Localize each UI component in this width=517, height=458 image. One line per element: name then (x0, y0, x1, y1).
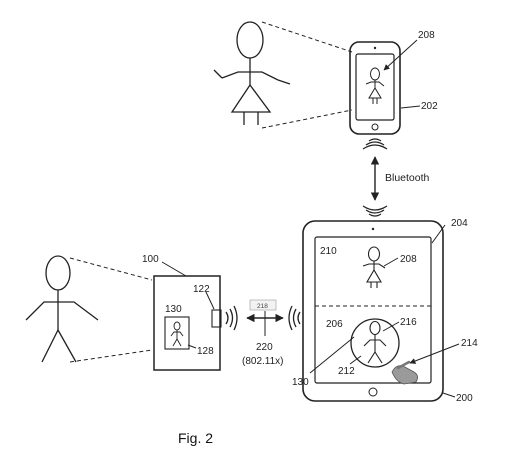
label-214: 214 (461, 338, 478, 349)
label-210: 210 (320, 246, 337, 257)
left-view-cone (69, 257, 153, 363)
leader-212 (349, 355, 362, 365)
leader-122 (205, 291, 215, 310)
leader-214 (409, 343, 460, 364)
label-130-tablet: 130 (292, 377, 309, 388)
label-218: 218 (257, 303, 268, 310)
leader-100 (161, 261, 187, 277)
leader-208-phone (383, 39, 418, 71)
leader-202 (400, 105, 421, 109)
leader-128 (187, 344, 197, 349)
tablet-left-signal-icon (288, 305, 301, 331)
label-802-11x: (802.11x) (242, 356, 284, 367)
camera-100 (153, 275, 222, 371)
leader-216 (382, 321, 400, 332)
label-208-phone: 208 (418, 30, 435, 41)
label-128: 128 (197, 346, 214, 357)
label-200: 200 (456, 393, 473, 404)
leader-208-tablet (383, 257, 399, 267)
label-box-218 (249, 299, 277, 311)
label-122: 122 (193, 284, 210, 295)
label-202: 202 (421, 101, 438, 112)
phone-signal-icon (362, 138, 388, 150)
label-208-tablet: 208 (400, 254, 417, 265)
top-view-cone (261, 21, 353, 129)
leader-130-tablet (309, 336, 355, 374)
label-212: 212 (338, 366, 355, 377)
tablet-signal-icon (362, 205, 388, 217)
phone-202 (349, 41, 401, 135)
tablet-bottom-figure (363, 320, 387, 364)
label-220: 220 (256, 342, 273, 353)
tablet-selection-circle (350, 318, 400, 368)
label-216: 216 (400, 317, 417, 328)
label-100: 100 (142, 254, 159, 265)
finger-icon (391, 360, 418, 385)
top-person-dress (213, 21, 291, 125)
label-130-camera: 130 (165, 304, 182, 315)
camera-signal-icon (225, 305, 238, 331)
leader-200 (442, 392, 456, 398)
bluetooth-label: Bluetooth (385, 172, 430, 184)
tablet-204 (302, 220, 444, 402)
leader-204 (431, 224, 446, 244)
figure-caption: Fig. 2 (178, 430, 213, 446)
left-stick-person (25, 255, 99, 363)
label-204: 204 (451, 218, 468, 229)
label-206: 206 (326, 319, 343, 330)
tablet-top-figure (362, 246, 386, 288)
